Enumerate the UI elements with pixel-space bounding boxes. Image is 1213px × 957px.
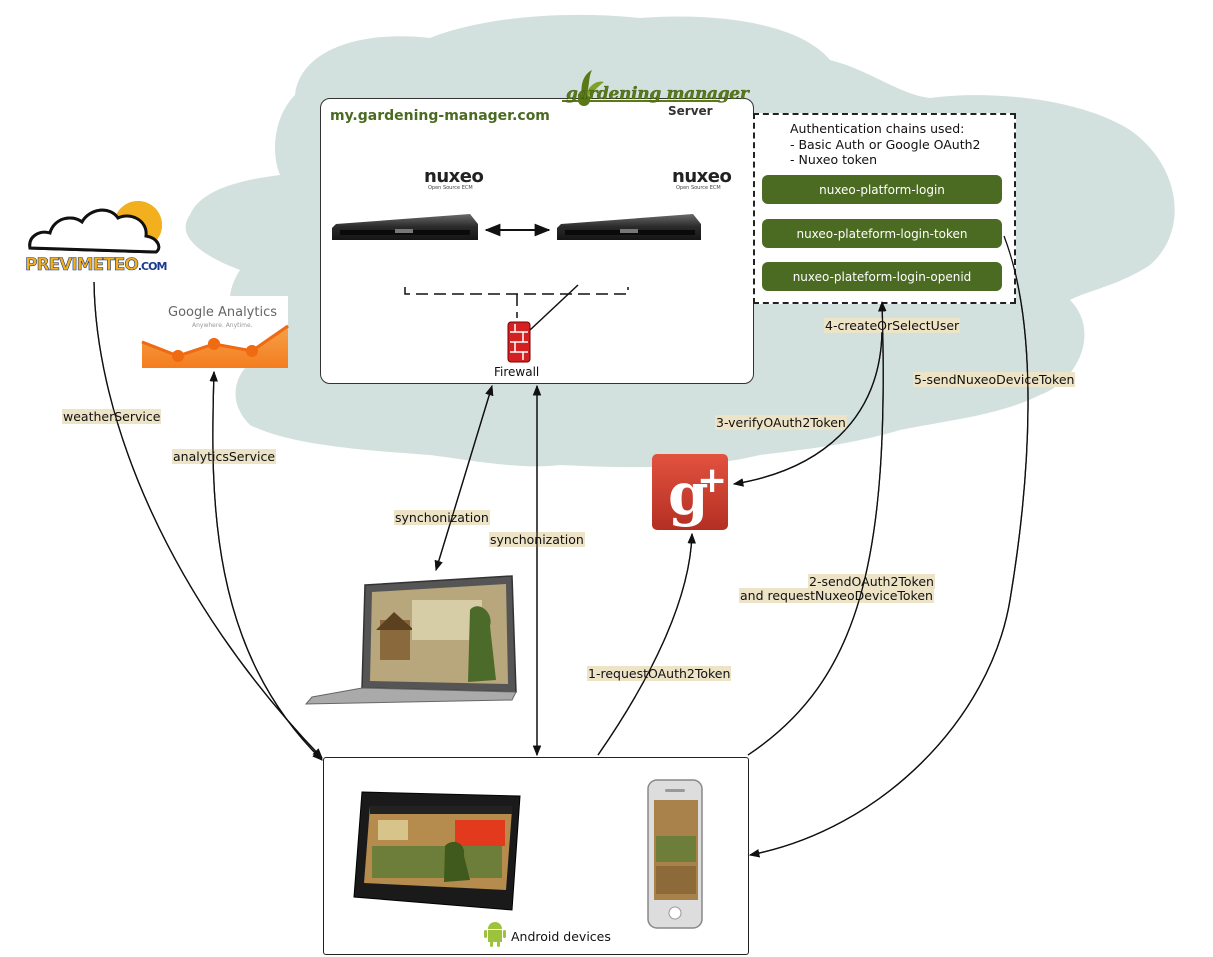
nuxeo-logo-text: nuxeo [672, 166, 732, 187]
devices-box [323, 757, 749, 955]
edge-label-analytics: analyticsService [172, 449, 277, 464]
firewall-label: Firewall [494, 365, 540, 379]
edge-step1 [597, 532, 696, 756]
google-plus-icon: g + [652, 454, 728, 530]
edge-label-step4: 4-createOrSelectUser [824, 318, 961, 333]
auth-chain-openid: nuxeo-plateform-login-openid [762, 262, 1002, 291]
server-domain: my.gardening-manager.com [330, 108, 550, 124]
edge-label-step1: 1-requestOAuth2Token [587, 666, 732, 681]
brand-name: gardening manager [566, 84, 749, 104]
edge-label-step2-line1: 2-sendOAuth2Token [808, 574, 935, 589]
gardening-manager-logo [562, 66, 722, 122]
svg-text:+: + [697, 460, 727, 501]
sprout-icon [562, 70, 718, 106]
nuxeo-logo: nuxeo Open Source ECM [672, 166, 732, 191]
nuxeo-logo: nuxeo Open Source ECM [424, 166, 484, 191]
previmeteo-name: PREVIMETEO [25, 255, 139, 276]
edge-label-step5: 5-sendNuxeoDeviceToken [913, 372, 1076, 387]
auth-intro-line: - Basic Auth or Google OAuth2 [790, 136, 981, 152]
auth-chain-login: nuxeo-platform-login [762, 175, 1002, 204]
previmeteo-suffix: .COM [137, 260, 168, 273]
svg-text:g: g [668, 460, 709, 528]
nuxeo-logo-text: nuxeo [424, 166, 484, 187]
brand-subtitle: Server [668, 104, 713, 118]
edge-label-step3: 3-verifyOAuth2Token [715, 415, 847, 430]
auth-intro-line: - Nuxeo token [790, 152, 878, 167]
ga-title: Google Analytics [168, 305, 278, 320]
previmeteo-logo: PREVIMETEO.COM [25, 200, 168, 277]
edge-label-sync-devices: synchonization [489, 532, 585, 547]
laptop-icon [304, 575, 517, 705]
nuxeo-logo-subtext: Open Source ECM [676, 185, 721, 191]
auth-intro: Authentication chains used:- Basic Auth … [790, 121, 981, 168]
devices-label: Android devices [511, 929, 611, 944]
auth-intro-line: Authentication chains used: [790, 121, 965, 136]
google-analytics-logo: Google Analytics Anywhere. Anytime. [142, 296, 288, 368]
edge-label-weather: weatherService [62, 409, 162, 424]
server-box [320, 98, 754, 384]
edge-label-step2-line2: and requestNuxeoDeviceToken [739, 588, 934, 603]
auth-chain-token: nuxeo-plateform-login-token [762, 219, 1002, 248]
nuxeo-logo-subtext: Open Source ECM [428, 185, 473, 191]
ga-tagline: Anywhere. Anytime. [192, 322, 253, 329]
edge-label-sync-laptop: synchonization [394, 510, 490, 525]
